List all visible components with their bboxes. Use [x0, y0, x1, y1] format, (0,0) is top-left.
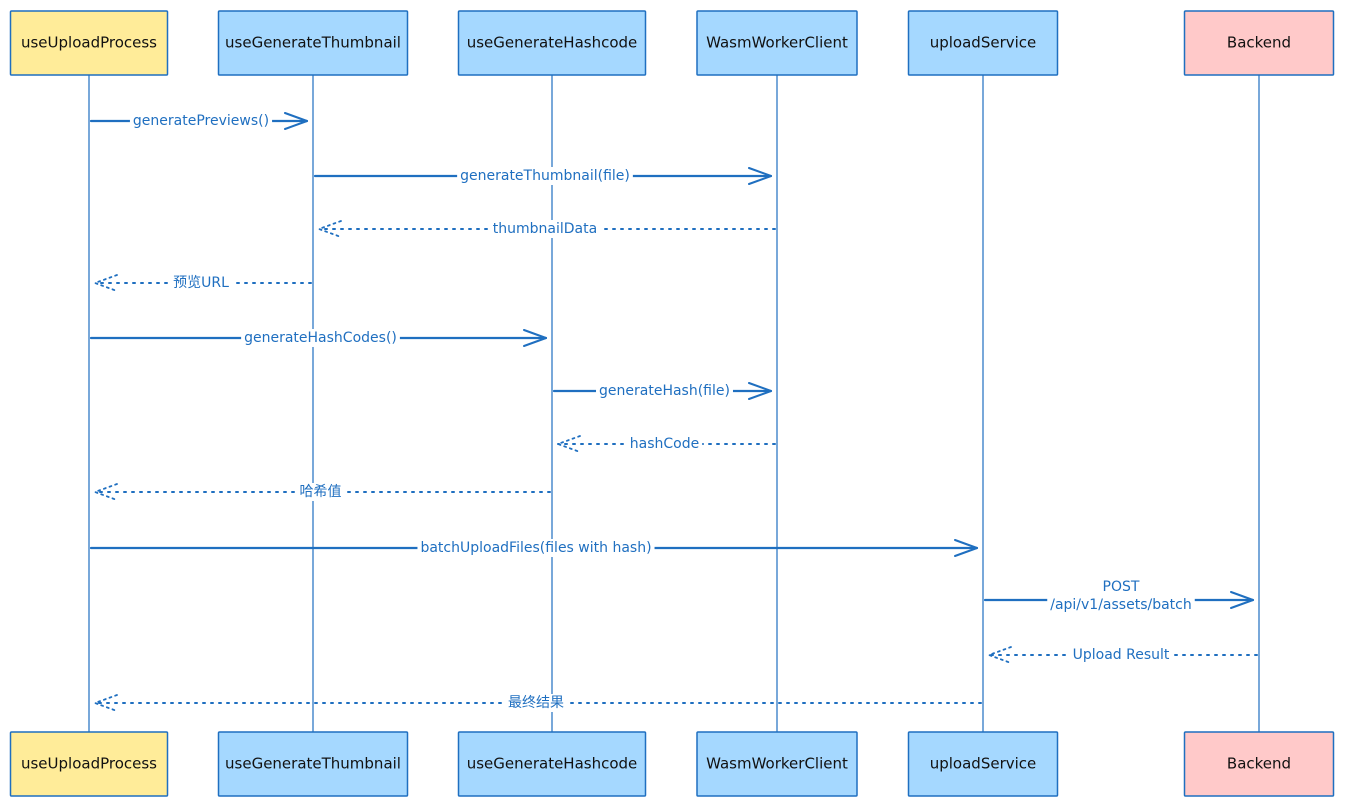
participant-label: useGenerateThumbnail — [225, 34, 401, 52]
message-label: generateThumbnail(file) — [460, 168, 630, 184]
participant-rect — [1183, 10, 1335, 76]
participant-rect — [217, 731, 409, 797]
arrowhead — [988, 646, 1012, 664]
participants-bottom: useUploadProcess useGenerateThumbnail useG… — [9, 731, 1335, 797]
arrowhead — [94, 274, 118, 292]
message-label: thumbnailData — [493, 221, 597, 237]
participants-top: useUploadProcess useGenerateThumbnail useG… — [9, 10, 1335, 76]
lifelines — [88, 75, 1260, 732]
participant-label: Backend — [1227, 34, 1291, 52]
message-3: thumbnailData — [318, 220, 776, 238]
message-label-bg — [417, 539, 655, 557]
message-label-bg — [1069, 646, 1173, 664]
participant-box-use-upload-process-top: useUploadProcess — [9, 10, 169, 76]
arrowhead — [1230, 591, 1254, 609]
message-label: generateHash(file) — [599, 383, 730, 399]
participant-label: uploadService — [930, 34, 1037, 52]
arrowhead — [954, 539, 978, 557]
participant-box-use-generate-hashcode-bottom: useGenerateHashcode — [457, 731, 647, 797]
message-label: 预览URL — [173, 275, 229, 291]
arrowhead — [318, 220, 342, 238]
message-label-bg — [626, 435, 703, 453]
participant-rect — [1183, 731, 1335, 797]
messages: generatePreviews() generateThumbnail(file… — [89, 112, 1258, 712]
message-5: generateHashCodes() — [89, 329, 548, 347]
participant-box-use-upload-process-bottom: useUploadProcess — [9, 731, 169, 797]
message-label-bg — [241, 329, 400, 347]
message-11: Upload Result — [988, 646, 1258, 664]
message-label-bg — [129, 112, 273, 130]
participant-label: WasmWorkerClient — [706, 755, 848, 773]
participant-label: useGenerateHashcode — [467, 34, 638, 52]
message-label-bg — [457, 167, 633, 185]
participant-box-use-generate-thumbnail-bottom: useGenerateThumbnail — [217, 731, 409, 797]
participant-box-backend-top: Backend — [1183, 10, 1335, 76]
message-label: generateHashCodes() — [244, 330, 397, 346]
message-label: generatePreviews() — [133, 113, 269, 129]
arrowhead — [557, 435, 581, 453]
message-6: generateHash(file) — [552, 382, 773, 400]
participant-rect — [696, 10, 858, 76]
arrowhead — [94, 483, 118, 501]
participant-rect — [907, 731, 1059, 797]
message-label-bg — [296, 483, 345, 501]
participant-rect — [217, 10, 409, 76]
message-4: 预览URL — [94, 274, 312, 292]
message-label: 最终结果 — [508, 695, 564, 711]
participant-label: Backend — [1227, 755, 1291, 773]
message-1: generatePreviews() — [89, 112, 309, 130]
participant-box-wasm-worker-client-bottom: WasmWorkerClient — [696, 731, 858, 797]
participant-rect — [457, 731, 647, 797]
arrowhead — [748, 382, 772, 400]
message-label: Upload Result — [1073, 647, 1170, 663]
participant-rect — [907, 10, 1059, 76]
message-label-bg — [505, 694, 567, 712]
participant-rect — [696, 731, 858, 797]
participant-label: WasmWorkerClient — [706, 34, 848, 52]
participant-rect — [457, 10, 647, 76]
message-12: 最终结果 — [94, 694, 982, 712]
arrowhead — [748, 167, 772, 185]
participant-box-upload-service-top: uploadService — [907, 10, 1059, 76]
participant-box-upload-service-bottom: uploadService — [907, 731, 1059, 797]
message-label: POST/api/v1/assets/batch — [1050, 579, 1192, 613]
arrowhead — [523, 329, 547, 347]
participant-label: uploadService — [930, 755, 1037, 773]
participant-label: useGenerateHashcode — [467, 755, 638, 773]
participant-label: useUploadProcess — [21, 755, 157, 773]
arrowhead — [284, 112, 308, 130]
arrowhead — [94, 694, 118, 712]
message-7: hashCode — [557, 435, 776, 453]
participant-box-backend-bottom: Backend — [1183, 731, 1335, 797]
message-label-bg — [170, 274, 233, 292]
message-9: batchUploadFiles(files with hash) — [89, 539, 979, 557]
message-label: hashCode — [630, 436, 699, 452]
message-label-bg — [596, 382, 733, 400]
participant-box-wasm-worker-client-top: WasmWorkerClient — [696, 10, 858, 76]
message-label: batchUploadFiles(files with hash) — [420, 540, 651, 556]
participant-box-use-generate-hashcode-top: useGenerateHashcode — [457, 10, 647, 76]
participant-label: useUploadProcess — [21, 34, 157, 52]
participant-box-use-generate-thumbnail-top: useGenerateThumbnail — [217, 10, 409, 76]
participant-rect — [9, 10, 169, 76]
participant-rect — [9, 731, 169, 797]
message-10: POST/api/v1/assets/batch — [983, 578, 1255, 614]
message-label-bg — [489, 220, 601, 238]
message-8: 哈希值 — [94, 483, 551, 501]
message-label: 哈希值 — [300, 484, 342, 500]
participant-label: useGenerateThumbnail — [225, 755, 401, 773]
message-2: generateThumbnail(file) — [313, 167, 773, 185]
message-label-bg — [1047, 578, 1195, 614]
